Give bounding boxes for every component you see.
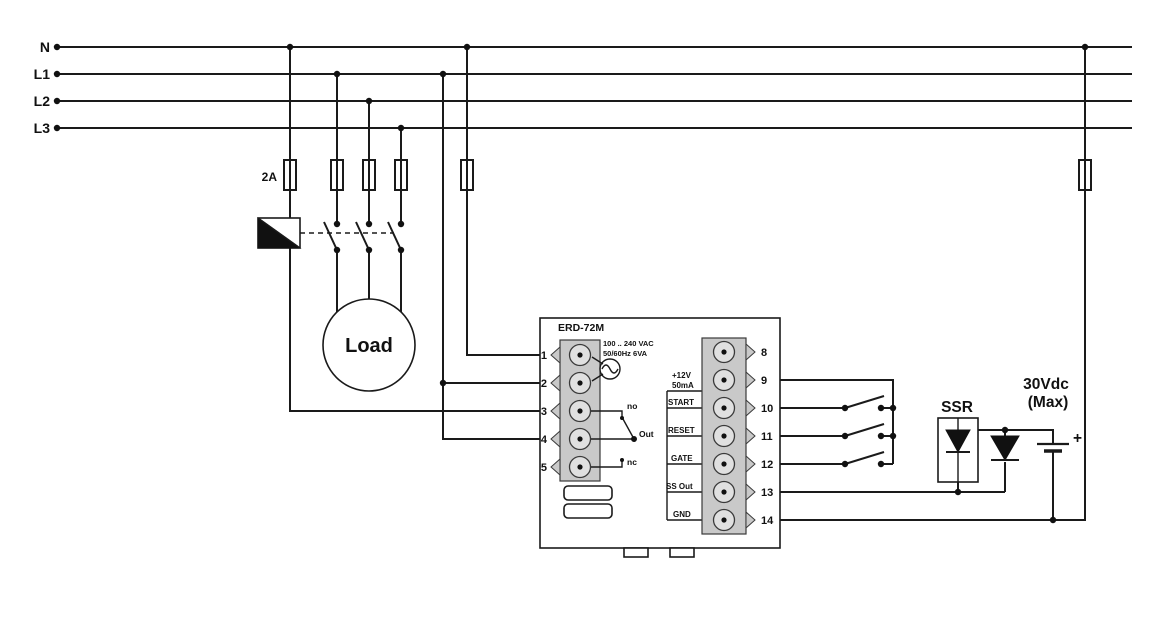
device-mount-tab-right: [669, 547, 695, 558]
contactor: [257, 217, 402, 251]
fuse-supply-icon: [460, 159, 474, 191]
fuse-l1-icon: [330, 159, 344, 191]
wire-l1-terminals: [442, 74, 551, 440]
relay-nc-label: nc: [627, 457, 637, 467]
load-label: Load: [345, 335, 393, 357]
fuses: 2A: [262, 159, 1092, 191]
battery-plus-label: +: [1073, 430, 1082, 447]
contactor-coil-diagonal: [257, 217, 301, 249]
io-gate-label: GATE: [671, 454, 693, 463]
io-labels: +12V 50mA START RESET GATE SS Out GND: [666, 371, 695, 519]
terminal-1-number: 1: [541, 350, 547, 362]
fuse-2a-icon: [283, 159, 297, 191]
right-terminals: [712, 340, 736, 532]
battery-icon: [1037, 442, 1069, 453]
device-mount-tab-left: [623, 547, 649, 558]
reset-switch-icon: [844, 423, 885, 437]
terminal-3-number: 3: [541, 406, 547, 418]
load: Load: [322, 298, 416, 392]
io-gnd-label: GND: [673, 510, 691, 519]
bus-labels: N L1 L2 L3: [34, 39, 51, 136]
blank-slot-1: [563, 485, 613, 501]
fuse-2a-label: 2A: [262, 170, 278, 184]
device: ERD-72M 1 2 3 4 5 100 .. 240 VAC: [539, 317, 781, 558]
fuse-l2-icon: [362, 159, 376, 191]
io-reset-label: RESET: [668, 426, 695, 435]
bus-label-l2: L2: [34, 93, 51, 109]
junction-dots: [53, 43, 1089, 524]
io-50ma-label: 50mA: [672, 381, 694, 390]
terminal-2-number: 2: [541, 378, 547, 390]
terminal-9-number: 9: [761, 375, 767, 387]
bus-label-l1: L1: [34, 66, 51, 82]
fuse-right-icon: [1078, 159, 1092, 191]
right-strip-clamps: [745, 342, 756, 530]
supply-rating-line1: 100 .. 240 VAC: [603, 339, 654, 348]
external-switches: [844, 395, 885, 465]
fuse-l3-icon: [394, 159, 408, 191]
left-terminal-numbers: 1 2 3 4 5: [541, 350, 548, 474]
gate-switch-icon: [844, 451, 885, 465]
ssr-circuit: SSR 30Vdc (Max) +: [937, 376, 1082, 483]
start-switch-icon: [844, 395, 885, 409]
left-terminal-strip: 1 2 3 4 5: [541, 339, 613, 519]
terminal-13-number: 13: [761, 487, 773, 499]
wire-ssout: [755, 430, 1006, 493]
bus-label-n: N: [40, 39, 50, 55]
terminal-5-number: 5: [541, 462, 547, 474]
load-motor-icon: [322, 298, 416, 392]
diode-icon: [990, 435, 1020, 461]
terminal-8-number: 8: [761, 347, 767, 359]
io-12v-label: +12V: [672, 371, 692, 380]
terminal-14-number: 14: [761, 515, 774, 527]
relay-out-label: Out: [639, 429, 654, 439]
right-terminal-numbers: 8 9 10 11 12 13 14: [761, 347, 774, 527]
terminal-12-number: 12: [761, 459, 773, 471]
wire-n-terminal1: [466, 47, 551, 356]
spdt-relay-icon: [591, 410, 637, 468]
supply-rating-line2: 50/60Hz 6VA: [603, 349, 648, 358]
contactor-contact-icon: [323, 221, 402, 251]
left-terminals: [568, 343, 592, 479]
wires: [289, 47, 1086, 521]
terminal-4-number: 4: [541, 434, 548, 446]
io-bracket: [666, 390, 702, 521]
wire-gnd-return: [755, 47, 1086, 521]
right-terminal-strip: 8 9 10 11 12 13 14: [701, 337, 774, 535]
ssr-triangle: [945, 429, 971, 454]
ac-source-icon: [591, 356, 621, 382]
dc-max-label: (Max): [1028, 394, 1068, 411]
ssr-label: SSR: [941, 399, 973, 416]
io-ssout-label: SS Out: [666, 482, 693, 491]
bus-label-l3: L3: [34, 120, 51, 136]
terminal-10-number: 10: [761, 403, 773, 415]
io-start-label: START: [668, 398, 694, 407]
device-title: ERD-72M: [558, 322, 604, 334]
blank-slot-2: [563, 503, 613, 519]
bus-lines: [57, 46, 1132, 129]
relay-no-label: no: [627, 401, 637, 411]
terminal-11-number: 11: [761, 431, 773, 443]
dc-voltage-label: 30Vdc: [1023, 376, 1069, 393]
left-strip-clamps: [550, 345, 561, 477]
